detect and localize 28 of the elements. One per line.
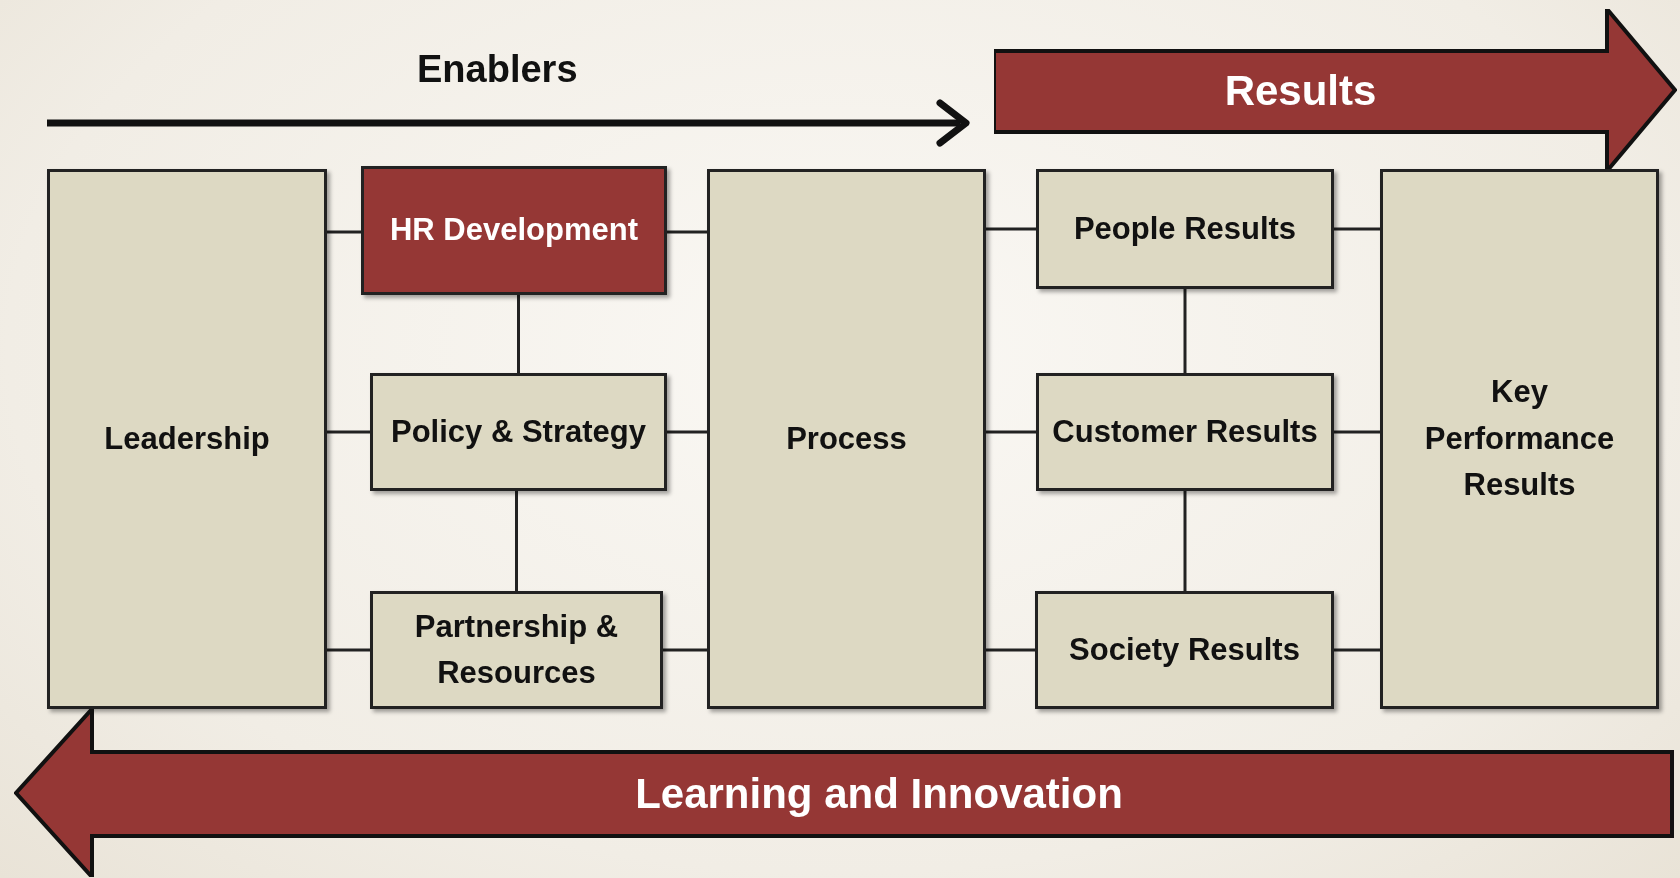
model-box: Society Results	[1035, 591, 1334, 709]
connector-line	[1183, 491, 1187, 591]
connector-line	[1183, 289, 1187, 373]
model-box: Key Performance Results	[1380, 169, 1659, 709]
connector-line	[1334, 648, 1380, 652]
model-box: Partnership & Resources	[370, 591, 663, 709]
section-label: Enablers	[417, 50, 578, 88]
model-box: Process	[707, 169, 986, 709]
model-box: People Results	[1036, 169, 1334, 289]
connector-line	[327, 430, 370, 434]
connector-line	[515, 491, 518, 591]
arrow-label: Results	[1224, 66, 1377, 117]
model-box: Customer Results	[1036, 373, 1334, 491]
arrow-label: Learning and Innovation	[635, 768, 1123, 819]
connector-line	[1334, 430, 1380, 434]
connector-line	[327, 230, 361, 234]
connector-line	[986, 648, 1035, 652]
connector-line	[1334, 227, 1380, 231]
connector-line	[327, 648, 370, 652]
connector-line	[667, 230, 707, 234]
connector-line	[986, 430, 1036, 434]
highlighted-box: HR Development	[361, 166, 667, 295]
connector-line	[663, 648, 707, 652]
model-box: Policy & Strategy	[370, 373, 667, 491]
connector-line	[986, 227, 1036, 231]
connector-line	[517, 295, 520, 373]
model-box: Leadership	[47, 169, 327, 709]
connector-line	[667, 430, 707, 434]
